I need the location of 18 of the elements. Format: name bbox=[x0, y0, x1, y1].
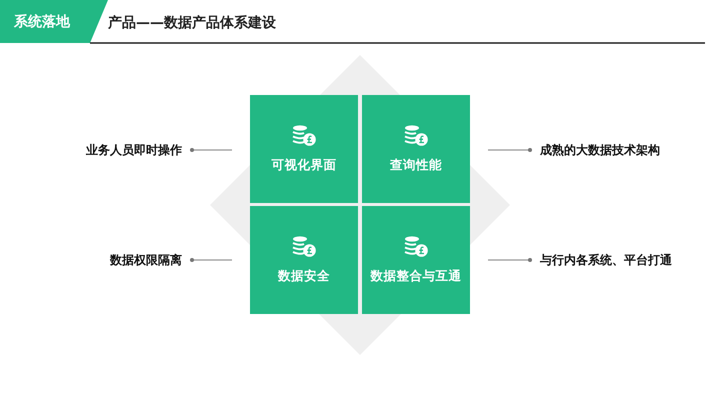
connector-line bbox=[488, 148, 532, 152]
slide-title: 产品——数据产品体系建设 bbox=[108, 14, 276, 32]
connector-line bbox=[488, 258, 532, 262]
tile-title: 查询性能 bbox=[388, 157, 443, 174]
feature-note: 与行内各系统、平台打通 bbox=[536, 252, 676, 268]
tile-title: 可视化界面 bbox=[270, 157, 338, 174]
feature-note: 成熟的大数据技术架构 bbox=[536, 142, 664, 158]
section-tag: 系统落地 bbox=[14, 13, 70, 31]
feature-tile bbox=[250, 95, 358, 203]
connector-line bbox=[190, 258, 232, 262]
feature-tile bbox=[362, 95, 470, 203]
feature-note: 数据权限隔离 bbox=[106, 252, 186, 268]
feature-tile bbox=[362, 206, 470, 314]
feature-tile bbox=[250, 206, 358, 314]
tile-title: 数据整合与互通 bbox=[369, 268, 462, 285]
feature-note: 业务人员即时操作 bbox=[82, 142, 186, 158]
tile-title: 数据安全 bbox=[276, 268, 331, 285]
connector-line bbox=[190, 148, 232, 152]
